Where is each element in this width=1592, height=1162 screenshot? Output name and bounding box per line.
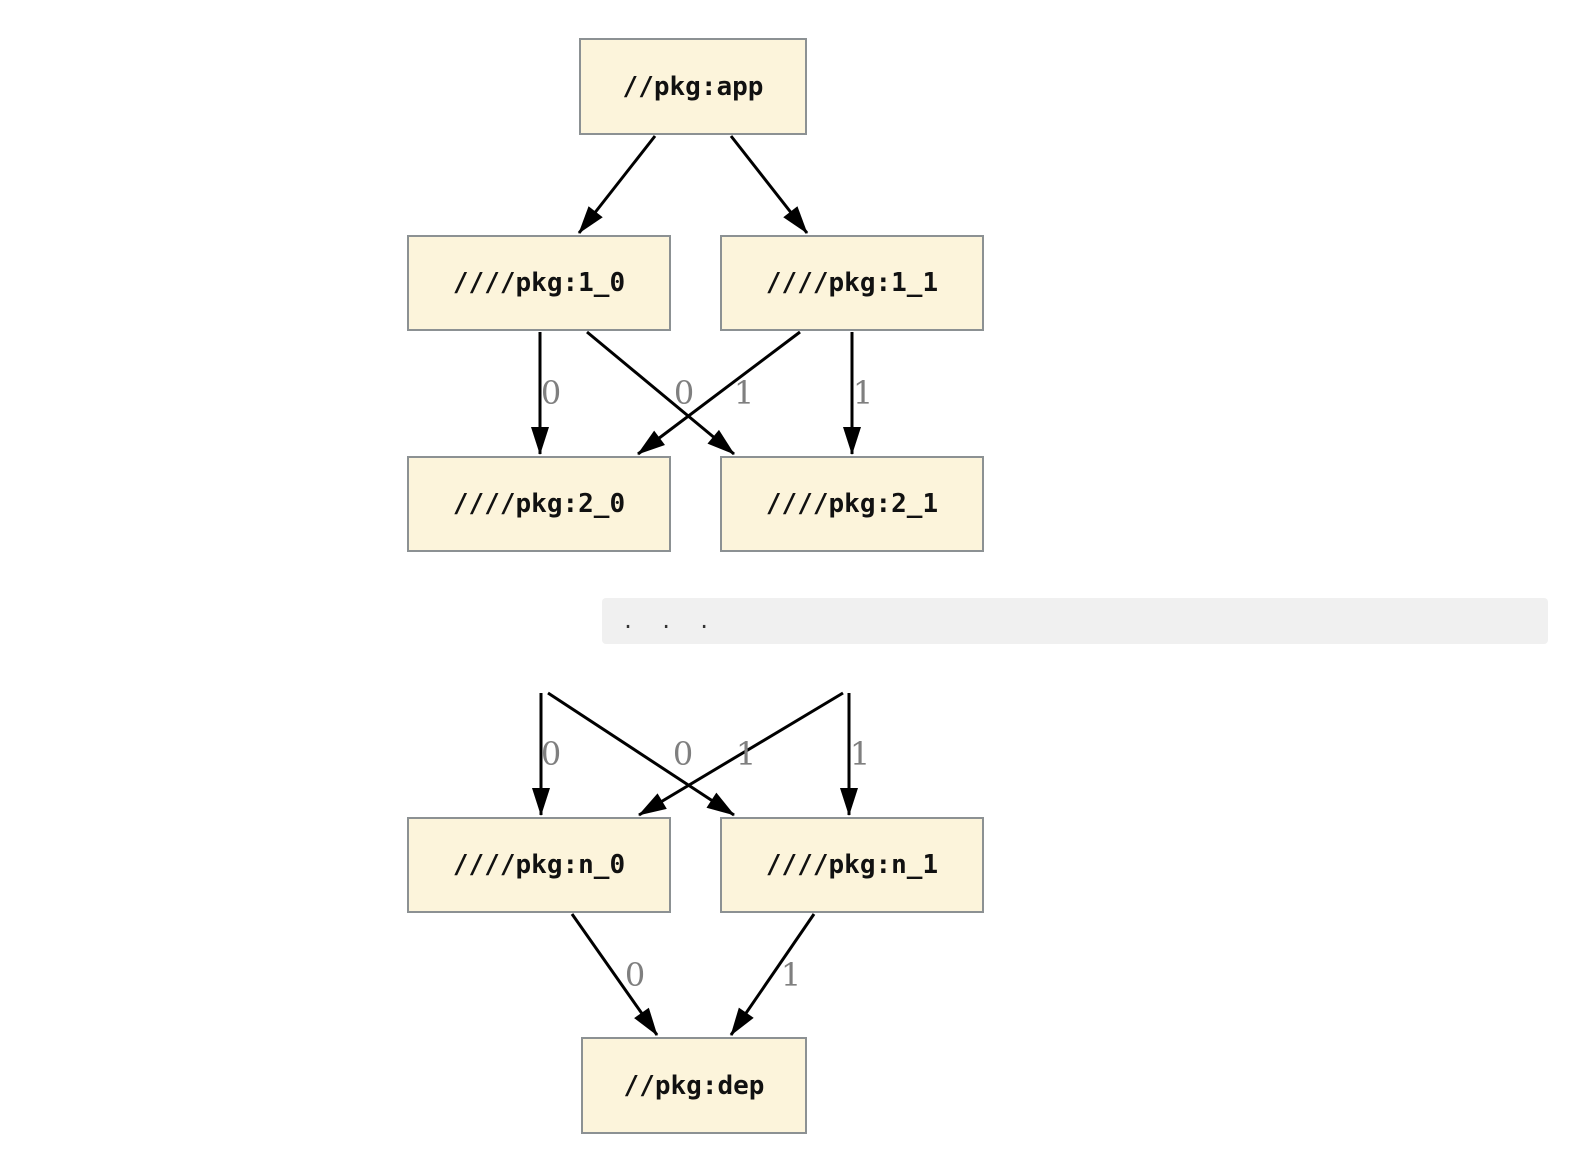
edge-label-to-n_0-cross: 0 (672, 735, 694, 773)
edge-label-to-n_1-vertical: 1 (849, 735, 871, 773)
edge-label-1_1-to-2_0: 0 (673, 374, 695, 412)
edge-label-1_0-to-2_0: 0 (540, 374, 562, 412)
edge-app-to-1_1 (729, 135, 809, 234)
node-pkg-dep: //pkg:dep (581, 1037, 807, 1134)
node-pkg-2_0: ////pkg:2_0 (407, 456, 671, 552)
edge-cutoff-to-n_0-cross (638, 691, 844, 817)
node-pkg-n_1: ////pkg:n_1 (720, 817, 984, 913)
edge-label-1_1-to-2_1: 1 (852, 374, 874, 412)
top-graph-edges (531, 135, 861, 456)
edge-1_0-to-2_1 (586, 330, 735, 456)
edge-label-n_1-to-dep: 1 (780, 956, 802, 994)
edge-label-to-n_0-vertical: 0 (540, 735, 562, 773)
node-pkg-n_0: ////pkg:n_0 (407, 817, 671, 913)
node-pkg-1_1: ////pkg:1_1 (720, 235, 984, 331)
edge-n_1-to-dep (729, 913, 816, 1036)
edge-cutoff-to-n_1-cross (547, 691, 735, 817)
bottom-graph-edges (532, 691, 858, 1036)
edge-app-to-1_0 (577, 135, 657, 234)
edge-1_1-to-2_0 (637, 330, 801, 456)
node-pkg-2_1: ////pkg:2_1 (720, 456, 984, 552)
edge-n_0-to-dep (570, 913, 659, 1036)
edge-label-n_0-to-dep: 0 (624, 956, 646, 994)
edge-label-1_0-to-2_1: 1 (733, 374, 755, 412)
node-pkg-1_0: ////pkg:1_0 (407, 235, 671, 331)
node-pkg-app: //pkg:app (579, 38, 807, 135)
ellipsis-separator: . . . (602, 598, 1548, 644)
edge-label-to-n_1-cross: 1 (735, 735, 757, 773)
